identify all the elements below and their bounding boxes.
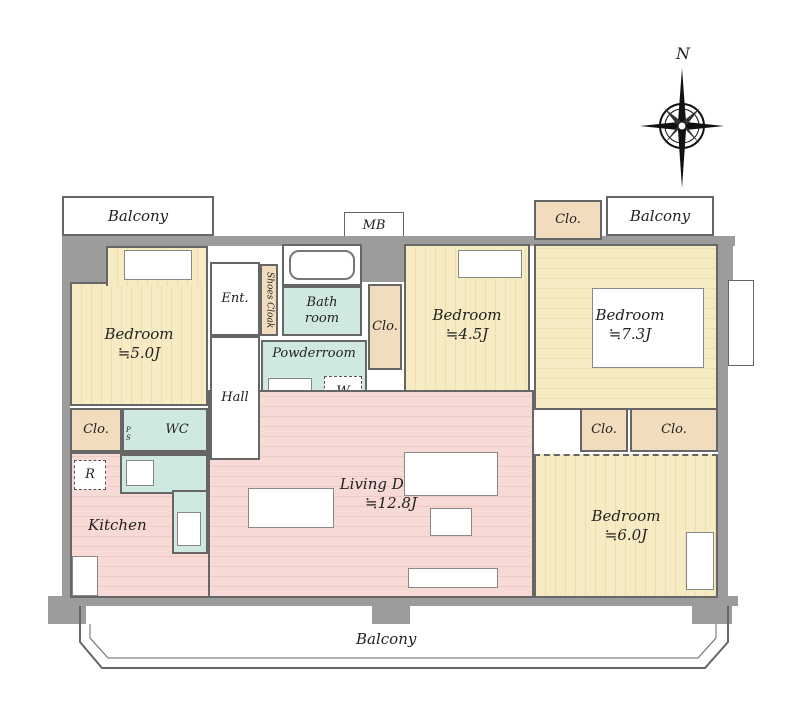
- coffee-table-icon: [430, 508, 472, 536]
- wall-column: [692, 596, 732, 624]
- shoes-cloak: Shoes Cloak: [260, 264, 278, 336]
- room-name: Bedroom: [595, 306, 665, 324]
- room-name: Bedroom: [432, 306, 502, 325]
- bedroom-5-0j: Bedroom ≒5.0J: [70, 282, 208, 406]
- balcony-label: Balcony: [107, 206, 169, 225]
- closet: Clo.: [534, 200, 602, 240]
- bathroom-label: Bath room: [304, 294, 340, 326]
- tv-board-icon: [408, 568, 498, 588]
- side-balcony: [728, 280, 754, 366]
- hall: Hall: [210, 336, 260, 460]
- entrance-label: Ent.: [221, 290, 249, 306]
- bathroom: Bath room: [282, 286, 362, 336]
- wall-column: [62, 236, 107, 286]
- kitchen-sink-icon: [177, 512, 201, 546]
- balcony-label: Balcony: [629, 206, 691, 225]
- shoes-cloak-label: Shoes Cloak: [264, 271, 275, 329]
- hall-label: Hall: [221, 389, 249, 405]
- wall: [718, 236, 728, 600]
- balcony-bottom: Balcony: [356, 630, 417, 648]
- room-size: ≒5.0J: [117, 344, 161, 362]
- compass-north-label: N: [676, 44, 690, 63]
- storage-icon: [72, 556, 98, 596]
- desk-icon: [458, 250, 522, 278]
- mb-label: MB: [362, 217, 386, 233]
- wc: WC: [122, 408, 208, 452]
- closet-label: Clo.: [555, 211, 581, 227]
- closet: Clo.: [580, 408, 628, 452]
- wc-label: WC: [165, 421, 189, 437]
- closet-label: Clo.: [661, 421, 687, 437]
- closet-label: Clo.: [591, 421, 617, 437]
- closet: Clo.: [70, 408, 122, 452]
- balcony-top-left: Balcony: [62, 196, 214, 236]
- room-size: ≒6.0J: [604, 526, 648, 544]
- meter-box: MB: [344, 212, 404, 240]
- wall-column: [360, 236, 412, 282]
- desk-icon: [686, 532, 714, 590]
- wall-column: [372, 596, 410, 624]
- room-size: ≒4.5J: [445, 325, 489, 343]
- stove-icon: [126, 460, 154, 486]
- room-size: ≒7.3J: [608, 324, 652, 343]
- bedroom-7-3j-label: Bedroom ≒7.3J: [580, 306, 680, 344]
- kitchen-label: Kitchen: [88, 515, 147, 534]
- room-name: Bedroom: [591, 507, 661, 526]
- closet-label: Clo.: [372, 318, 398, 334]
- room-size: ≒12.8J: [365, 494, 417, 512]
- bathtub-icon: [289, 250, 355, 280]
- dining-table-icon: [248, 488, 334, 528]
- refrigerator-label: R: [85, 466, 95, 482]
- ps-label: PS: [126, 426, 131, 442]
- refrigerator: R: [74, 460, 106, 490]
- entrance: Ent.: [210, 262, 260, 336]
- wall: [62, 236, 70, 600]
- powderroom-label: Powderroom: [272, 346, 356, 361]
- bed-icon: [592, 288, 704, 368]
- closet: Clo.: [368, 284, 402, 370]
- balcony-top-right: Balcony: [606, 196, 714, 236]
- closet-label: Clo.: [83, 421, 109, 437]
- sofa-icon: [404, 452, 498, 496]
- room-name: Bedroom: [104, 325, 174, 344]
- bathtub-area: [282, 244, 362, 286]
- compass-icon: [640, 68, 724, 188]
- closet: Clo.: [630, 408, 718, 452]
- bed-icon: [124, 250, 192, 280]
